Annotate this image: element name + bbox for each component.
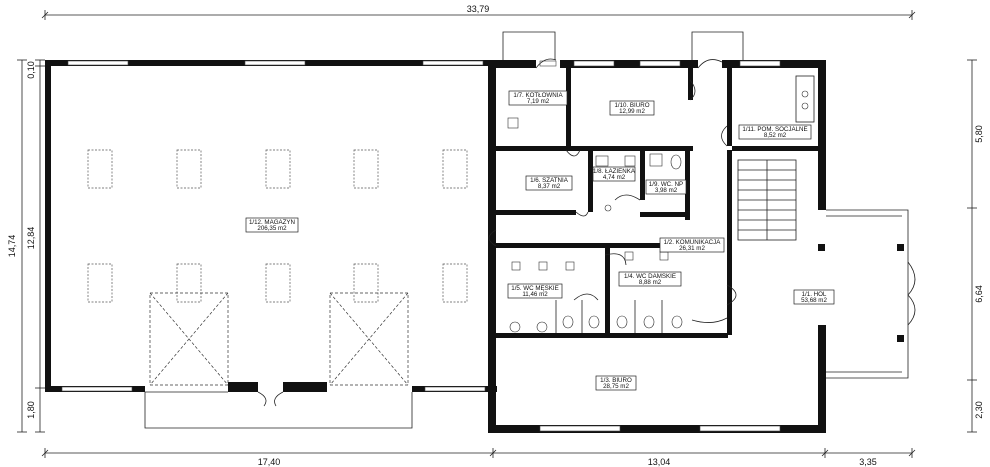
- room-label-wc-np: 1/9. WC. NP 3,98 m2: [645, 179, 687, 195]
- room-label-wc-meskie: 1/5. WC MĘSKIE 11,46 m2: [507, 283, 563, 299]
- room-name: 1/1. HOL: [802, 291, 827, 298]
- stair-treads: [738, 169, 796, 231]
- room-name: 1/12. MAGAZYN: [249, 219, 295, 226]
- dimension-lines: [17, 10, 977, 458]
- dim-left-inner-1: 0,10: [26, 61, 36, 79]
- dim-right-2: 6,64: [974, 285, 984, 303]
- room-area: 7,19 m2: [527, 98, 550, 105]
- room-area: 26,31 m2: [679, 245, 705, 252]
- dim-left-inner-2: 12,84: [26, 227, 36, 250]
- dim-left-inner-3: 1,80: [26, 401, 36, 419]
- dim-bottom-1: 17,40: [258, 457, 281, 467]
- room-name: 1/8. ŁAZIENKA: [593, 168, 636, 175]
- room-label-magazyn: 1/12. MAGAZYN 206,35 m2: [245, 217, 299, 233]
- dim-top-total: 33,79: [467, 4, 490, 14]
- dim-bottom-3: 3,35: [859, 457, 877, 467]
- room-label-hol: 1/1. HOL 53,68 m2: [793, 289, 835, 305]
- room-name: 1/5. WC MĘSKIE: [511, 285, 558, 292]
- office-block: [488, 31, 916, 433]
- room-area: 8,52 m2: [764, 132, 787, 139]
- room-label-biuro-10: 1/10. BIURO 12,99 m2: [609, 100, 655, 116]
- room-label-kotlownia: 1/7. KOTŁOWNIA 7,19 m2: [508, 90, 568, 106]
- room-name: 1/2. KOMUNIKACJA: [664, 239, 722, 246]
- room-name: 1/10. BIURO: [614, 102, 649, 109]
- room-area: 53,68 m2: [801, 297, 827, 304]
- room-area: 28,75 m2: [603, 383, 629, 390]
- dim-right-3: 2,30: [974, 401, 984, 419]
- room-name: 1/6. SZATNIA: [530, 177, 569, 184]
- room-area: 3,98 m2: [655, 187, 678, 194]
- dim-left-outer: 14,74: [7, 235, 17, 258]
- room-name: 1/7. KOTŁOWNIA: [513, 92, 563, 99]
- room-label-wc-damskie: 1/4. WC DAMSKIE 8,88 m2: [618, 271, 682, 287]
- room-area: 11,46 m2: [522, 291, 548, 298]
- room-area: 8,88 m2: [639, 279, 662, 286]
- dim-right-1: 5,80: [974, 125, 984, 143]
- dim-bottom-2: 13,04: [648, 457, 671, 467]
- room-name: 1/3. BIURO: [600, 377, 632, 384]
- room-label-pom-socjalne: 1/11. POM. SOCJALNE 8,52 m2: [738, 124, 812, 140]
- room-name: 1/11. POM. SOCJALNE: [742, 126, 807, 133]
- room-label-szatnia: 1/6. SZATNIA 8,37 m2: [525, 175, 573, 191]
- room-name: 1/9. WC. NP: [649, 181, 683, 188]
- room-area: 4,74 m2: [603, 174, 626, 181]
- room-area: 8,37 m2: [538, 183, 561, 190]
- room-area: 12,99 m2: [619, 108, 645, 115]
- room-label-lazienka: 1/8. ŁAZIENKA 4,74 m2: [592, 166, 636, 182]
- room-label-komunikacja: 1/2. KOMUNIKACJA 26,31 m2: [659, 237, 725, 253]
- warehouse: [45, 60, 497, 429]
- room-name: 1/4. WC DAMSKIE: [624, 273, 676, 280]
- room-area: 206,35 m2: [257, 225, 287, 232]
- room-label-biuro-3: 1/3. BIURO 28,75 m2: [595, 375, 637, 391]
